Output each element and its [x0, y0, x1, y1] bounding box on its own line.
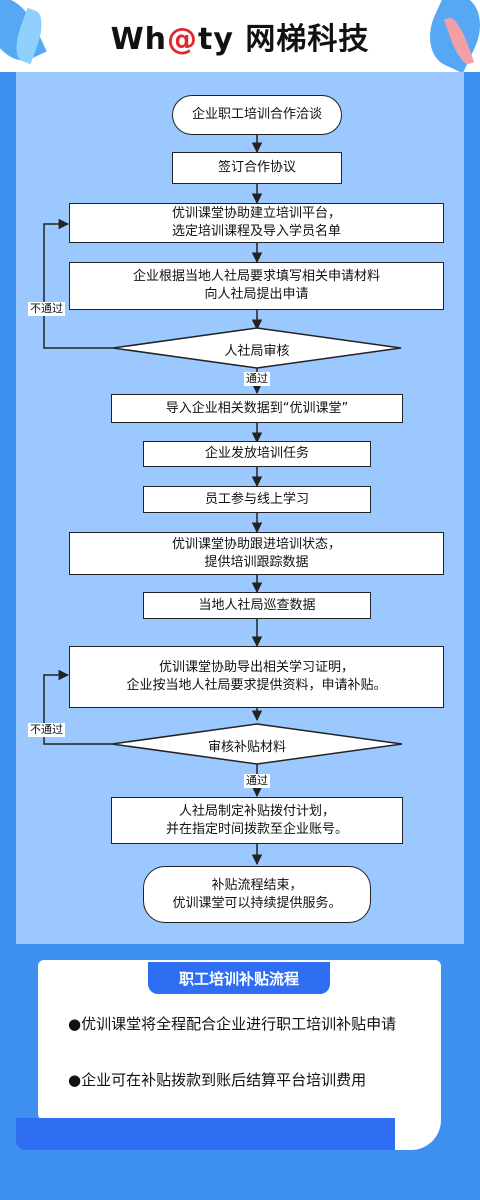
- decision-subsidy-review: 审核补贴材料: [207, 740, 286, 755]
- flow-node-track-status: 优训课堂协助跟进培训状态， 提供培训跟踪数据: [69, 532, 444, 575]
- summary-bullet: ●优训课堂将全程配合企业进行职工培训补贴申请: [68, 1015, 397, 1033]
- flow-node-export-proof: 优训课堂协助导出相关学习证明， 企业按当地人社局要求提供资料，申请补贴。: [69, 646, 444, 708]
- header-bar: Wh@ty 网梯科技: [0, 0, 480, 74]
- fail-label-2: 不通过: [28, 723, 65, 737]
- summary-bullet: ●企业可在补贴拨款到账后结算平台培训费用: [68, 1071, 367, 1089]
- flow-node-online-learning: 员工参与线上学习: [143, 486, 371, 513]
- pass-label-2: 通过: [244, 774, 270, 788]
- flow-node-inspection: 当地人社局巡查数据: [143, 592, 371, 619]
- decision-review: 人社局审核: [224, 344, 290, 359]
- flow-node-payment-plan: 人社局制定补贴拨付计划， 并在指定时间拨款至企业账号。: [111, 797, 403, 844]
- summary-title: 职工培训补贴流程: [148, 962, 330, 994]
- flow-node-application: 企业根据当地人社局要求填写相关申请材料 向人社局提出申请: [69, 262, 444, 310]
- flowchart-connectors: [43, 134, 403, 866]
- footer-curl: [395, 1100, 441, 1150]
- flow-node-negotiation: 企业职工培训合作洽谈: [172, 95, 342, 135]
- brand-logo: Wh@ty 网梯科技: [110, 22, 370, 57]
- fail-label-1: 不通过: [28, 302, 65, 316]
- flow-node-assign-tasks: 企业发放培训任务: [143, 441, 371, 467]
- flow-node-build-platform: 优训课堂协助建立培训平台， 选定培训课程及导入学员名单: [69, 203, 444, 243]
- pass-label-1: 通过: [244, 372, 270, 386]
- flow-node-import-data: 导入企业相关数据到“优训课堂”: [111, 394, 403, 423]
- footer-band: [16, 1118, 416, 1150]
- flow-node-sign-agreement: 签订合作协议: [172, 152, 342, 184]
- flow-node-end: 补贴流程结束， 优训课堂可以持续提供服务。: [143, 866, 371, 923]
